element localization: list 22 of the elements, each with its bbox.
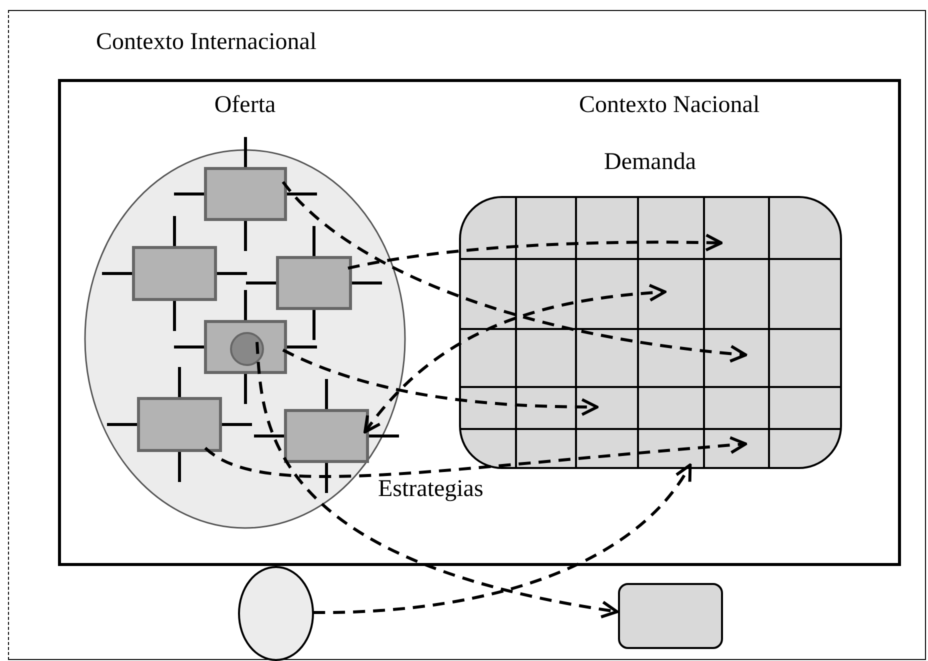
- frame-title: Contexto Internacional: [96, 29, 317, 56]
- process-box: [284, 409, 369, 463]
- dashed-arrow: [256, 342, 618, 618]
- process-box: [132, 246, 217, 301]
- dot-marker: [230, 332, 264, 366]
- outer-frame: [8, 10, 926, 660]
- dashed-arrow: [312, 464, 692, 614]
- dashed-arrow: [282, 180, 748, 362]
- process-box: [137, 397, 222, 452]
- rounded-box: [618, 583, 723, 649]
- inner-frame: [58, 79, 901, 566]
- dashed-arrow: [348, 234, 723, 270]
- dashed-arrow: [364, 284, 666, 434]
- frame-title: Contexto Nacional: [579, 92, 760, 118]
- label-text: Estrategias: [378, 476, 484, 502]
- process-box: [276, 256, 352, 310]
- dashed-arrow: [204, 436, 748, 478]
- dashed-arrow: [282, 348, 599, 416]
- process-box: [204, 320, 287, 374]
- process-box: [204, 167, 287, 221]
- group-heading: Demanda: [604, 149, 696, 176]
- group-heading: Oferta: [214, 92, 276, 118]
